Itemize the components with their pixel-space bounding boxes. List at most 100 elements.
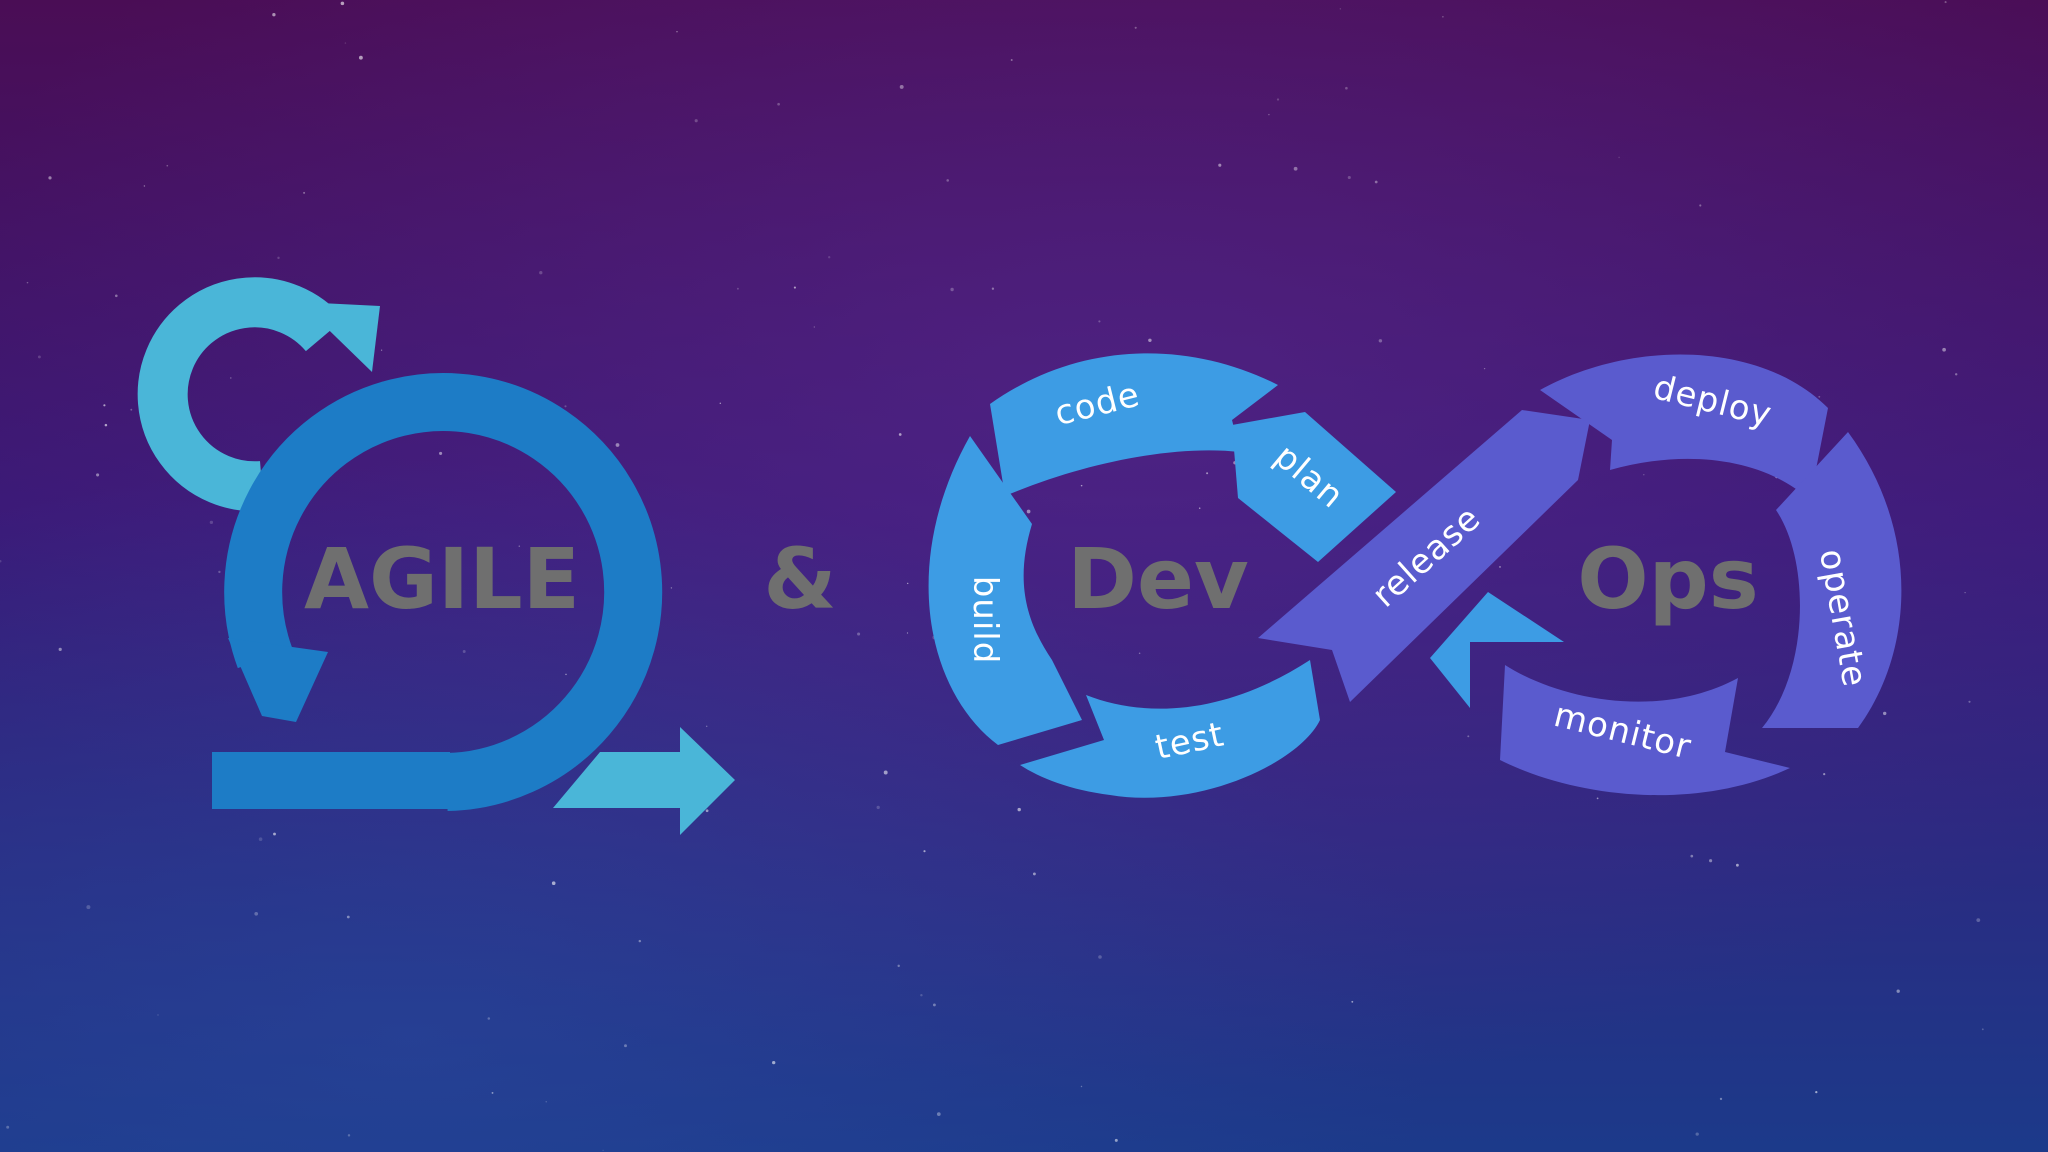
star-dot [103,404,106,407]
segment-monitor [1500,665,1790,796]
star-dot [991,287,995,290]
star-dot [906,632,909,634]
star-dot [615,443,620,447]
star-dot [340,1,345,6]
star-dot [777,102,780,106]
star-dot [1976,918,1981,922]
star-dot [273,832,276,836]
segment-code [990,353,1278,496]
star-dot [166,164,169,167]
star-dot [1293,166,1298,171]
star-dot [1823,773,1826,776]
star-dot [1695,1132,1699,1136]
star-dot [719,402,722,405]
star-dot [1198,507,1201,509]
segment-build [928,436,1082,745]
star-dot [1499,565,1501,568]
star-dot [897,964,900,968]
star-dot [1896,989,1900,993]
star-dot [1098,320,1101,323]
star-dot [946,179,949,182]
star-dot [1815,1090,1818,1094]
star-dot [899,84,904,89]
star-dot [518,545,521,547]
star-dot [1709,859,1713,863]
star-dot [1981,1028,1984,1031]
star-dot [565,673,567,676]
star-dot [277,256,280,260]
star-dot [694,119,698,123]
star-dot [1964,591,1966,594]
star-dot [936,1112,941,1116]
star-dot [491,1091,494,1094]
star-dot [705,809,709,813]
segment-plan [1232,412,1396,562]
star-dot [1339,8,1341,10]
star-dot [1268,113,1270,116]
star-dot [218,570,221,574]
star-dot [439,451,443,455]
agile-title: AGILE [304,530,580,628]
star-dot [1114,1138,1118,1142]
star-dot [1134,26,1137,29]
star-dot [883,770,888,775]
star-dot [130,408,133,411]
star-dot [539,271,543,275]
star-dot [272,13,276,17]
star-dot [1690,854,1694,858]
star-dot [906,582,909,585]
star-dot [670,587,673,589]
star-dot [26,281,29,284]
star-dot [828,256,831,259]
star-dot [115,294,118,298]
star-dot [358,55,363,60]
star-dot [923,850,926,853]
star-dot [1017,807,1021,812]
star-dot [254,911,259,916]
star-dot [1347,175,1351,180]
agile-logo: AGILE [137,277,735,835]
star-dot [1596,797,1599,800]
star-dot [462,650,466,653]
star-dot [736,287,739,290]
star-dot [347,1134,351,1137]
ops-word: Ops [1577,530,1759,628]
segment-release [1258,410,1590,702]
star-dot [1080,1085,1083,1088]
star-dot [1080,484,1083,487]
star-dot [86,905,91,910]
agile-main-loop-arrowhead-icon [228,638,328,722]
star-dot [564,405,567,408]
star-dot [1098,955,1102,959]
star-dot [1032,872,1036,876]
star-dot [1218,163,1222,167]
star-dot [1954,373,1958,376]
agile-small-loop-arc [137,277,345,512]
star-dot [932,1003,936,1007]
star-dot [1442,16,1444,18]
star-dot [303,191,306,194]
agile-baseline-bar [212,752,450,809]
segment-operate [1762,432,1902,728]
star-dot [857,632,861,636]
star-dot [705,725,708,728]
star-dot [1643,473,1645,476]
star-dot [1206,472,1209,475]
star-dot [950,287,954,292]
ampersand-symbol: & [763,530,836,628]
star-dot [37,355,41,359]
star-dot [104,423,108,427]
star-dot [380,349,383,351]
star-dot [1378,339,1383,343]
segment-test [1020,660,1320,798]
segment-deploy [1540,354,1828,500]
segment-release-return-arrow-icon [1430,592,1564,708]
star-dot [1618,156,1620,159]
star-dot [1736,863,1739,867]
star-dot [1944,1,1947,4]
star-dot [1719,1097,1723,1101]
dev-word: Dev [1067,530,1248,628]
star-dot [230,377,232,379]
star-dot [157,1014,159,1016]
